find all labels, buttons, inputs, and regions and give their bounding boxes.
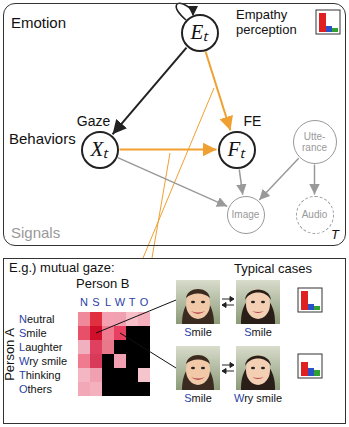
- variable-name: Image: [232, 209, 260, 220]
- heatmap-cell: [114, 382, 126, 396]
- dependency-arrow: [112, 48, 186, 135]
- face-photo: [236, 280, 280, 324]
- heatmap-cell: [114, 312, 126, 326]
- variable-circle: Image: [227, 196, 265, 234]
- note-label: O: [140, 296, 149, 309]
- variable-circle: Utte- rance: [293, 120, 337, 164]
- panel-label: Behaviors: [9, 130, 76, 147]
- panel-box: EmotionBehaviorsSignalsTEₜGazeXₜFEFₜUtte…: [3, 3, 346, 246]
- variable-circle: Audio: [296, 196, 334, 234]
- variable-name: Fₜ: [228, 138, 246, 161]
- heatmap-cell: [102, 340, 114, 354]
- panel-label: E.g.) mutual gaze:: [9, 261, 115, 276]
- face-photo: [176, 346, 220, 390]
- dependency-arrow: [314, 165, 316, 195]
- heatmap-cell: [102, 312, 114, 326]
- dependency-arrow: [120, 149, 217, 151]
- heatmap-cell: [78, 368, 90, 382]
- heatmap-cell: [126, 354, 138, 368]
- note-label: Empathy perception: [236, 8, 310, 38]
- panel-label: Signals: [11, 224, 60, 241]
- note-label: L: [105, 296, 111, 309]
- heatmap-cell: [90, 368, 102, 382]
- behavior-heading: Gaze: [77, 113, 110, 129]
- dependency-arrow: [206, 52, 231, 131]
- heatmap-cell: [138, 340, 150, 354]
- variable-circle: GazeXₜ: [81, 131, 119, 169]
- variable-name: Utte- rance: [301, 131, 329, 153]
- category-label: Smile: [184, 326, 212, 339]
- empathy-bar-icon: [316, 10, 340, 34]
- behavior-heading: FE: [244, 113, 262, 129]
- heatmap-cell: [126, 340, 138, 354]
- heatmap-cell: [102, 354, 114, 368]
- heatmap-cell: [78, 340, 90, 354]
- variable-name: Audio: [302, 209, 328, 220]
- category-label: Wry smile: [234, 392, 282, 405]
- heatmap-cell: [138, 382, 150, 396]
- variable-circle: Eₜ: [181, 14, 219, 52]
- note-label: N: [80, 296, 88, 309]
- heatmap-cell: [90, 340, 102, 354]
- orange-leader: [152, 153, 170, 258]
- category-label: Thinking: [19, 368, 61, 382]
- heatmap-cell: [126, 382, 138, 396]
- category-label: Smile: [19, 326, 47, 340]
- dependency-arrow: [259, 158, 298, 200]
- note-label: S: [92, 296, 99, 309]
- heatmap: [78, 312, 150, 396]
- category-label: Laughter: [19, 340, 62, 354]
- heatmap-cell: [126, 368, 138, 382]
- heatmap-cell: [90, 382, 102, 396]
- dependency-arrow: [118, 158, 227, 207]
- heatmap-cell: [78, 354, 90, 368]
- panel-label: T: [331, 228, 339, 243]
- note-label: T: [129, 296, 136, 309]
- heatmap-cell: [138, 312, 150, 326]
- face-photo: [236, 346, 280, 390]
- heatmap-cell: [114, 354, 126, 368]
- heatmap-cell: [138, 368, 150, 382]
- variable-name: Xₜ: [91, 138, 109, 161]
- heatmap-cell: [138, 326, 150, 340]
- category-label: Neutral: [19, 312, 54, 326]
- axis-title: Person A: [3, 328, 18, 381]
- heatmap-cell: [102, 368, 114, 382]
- category-label: Wry smile: [19, 354, 67, 368]
- face-photo: [176, 280, 220, 324]
- case-pointer: [120, 333, 176, 368]
- heatmap-cell: [114, 340, 126, 354]
- heatmap-cell: [138, 354, 150, 368]
- heatmap-cell: [90, 312, 102, 326]
- heatmap-cell: [78, 382, 90, 396]
- heatmap-cell: [102, 382, 114, 396]
- note-label: Person B: [76, 277, 129, 292]
- heatmap-cell: [126, 312, 138, 326]
- note-label: W: [115, 296, 125, 309]
- category-label: Smile: [184, 392, 212, 405]
- panel-label: Emotion: [11, 14, 66, 31]
- heatmap-cell: [78, 312, 90, 326]
- variable-name: Eₜ: [191, 21, 209, 44]
- empathy-bar-icon: [298, 288, 322, 312]
- note-label: Typical cases: [234, 262, 312, 277]
- heatmap-cell: [114, 368, 126, 382]
- empathy-bar-icon: [298, 354, 322, 378]
- category-label: Smile: [244, 326, 272, 339]
- heatmap-cell: [78, 326, 90, 340]
- dependency-arrow: [239, 169, 243, 194]
- category-label: Others: [19, 382, 52, 396]
- variable-circle: FEFₜ: [218, 131, 256, 169]
- mutual-arrows: [222, 297, 234, 374]
- heatmap-cell: [90, 354, 102, 368]
